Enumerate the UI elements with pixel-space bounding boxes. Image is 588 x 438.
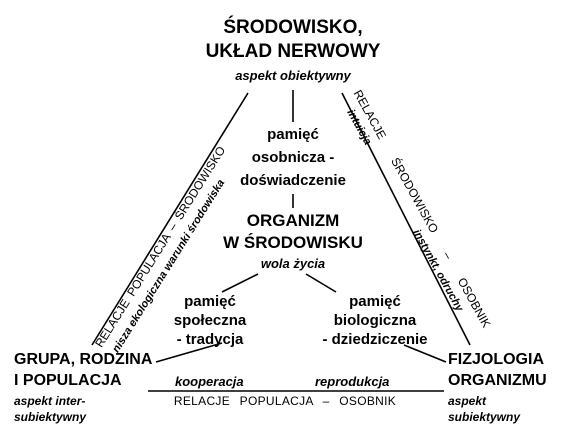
social-to-left-line bbox=[155, 342, 223, 363]
center-node-subtitle: wola życia bbox=[260, 256, 326, 271]
center-to-biological-line bbox=[305, 273, 337, 293]
top-node-title-line2: UKŁAD NERWOWY bbox=[205, 41, 381, 62]
biological-memory-line3: - dziedziczenie bbox=[322, 331, 428, 348]
social-memory-line1: pamięć bbox=[184, 293, 236, 310]
individual-memory-line1: pamięć bbox=[267, 126, 319, 143]
top-node-title-line1: ŚRODOWISKO, bbox=[223, 17, 363, 38]
social-memory-line2: społeczna bbox=[173, 312, 247, 329]
left-node-title-line2: I POPULACJA bbox=[14, 372, 122, 389]
left-node-aspect-line2: subiektywny bbox=[14, 410, 87, 424]
left-node-title-line1: GRUPA, RODZINA bbox=[14, 351, 153, 368]
center-node-title-line2: W ŚRODOWISKU bbox=[223, 233, 363, 252]
top-node-aspect: aspekt obiektywny bbox=[235, 68, 351, 83]
center-to-social-line bbox=[221, 273, 259, 293]
biological-memory-line2: biologiczna bbox=[333, 312, 417, 329]
right-node-title-line1: FIZJOLOGIA bbox=[448, 351, 544, 368]
left-node-aspect-line1: aspekt inter- bbox=[14, 394, 86, 408]
bottom-edge-detail-right: reprodukcja bbox=[315, 374, 390, 389]
right-node-aspect-line2: subiektywny bbox=[448, 410, 521, 424]
individual-memory-line2: osobnicza - bbox=[251, 149, 335, 166]
right-node-title-line2: ORGANIZMU bbox=[448, 372, 547, 389]
social-memory-line3: - tradycja bbox=[176, 331, 244, 348]
individual-memory-line3: doświadczenie bbox=[240, 172, 346, 189]
biological-memory-line1: pamięć bbox=[349, 293, 401, 310]
right-node-aspect-line1: aspekt bbox=[448, 394, 487, 408]
bottom-edge-detail-left: kooperacja bbox=[175, 374, 244, 389]
center-node-title-line1: ORGANIZM bbox=[246, 211, 340, 230]
bottom-edge-relation: RELACJE POPULACJA – OSOBNIK bbox=[173, 394, 397, 408]
left-edge-line bbox=[91, 92, 249, 346]
right-edge-line bbox=[341, 92, 471, 346]
biological-to-right-line bbox=[403, 344, 447, 363]
